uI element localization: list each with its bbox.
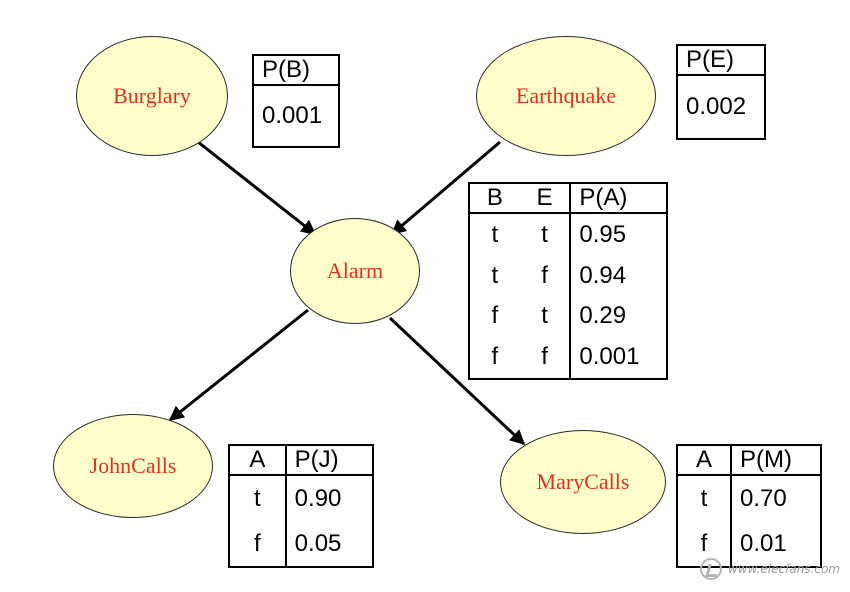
cpt-alarm: B E P(A) t t 0.95 t f 0.94 f t 0.29 f: [468, 182, 668, 380]
cpt-cell: f: [700, 529, 708, 557]
cpt-cell: 0.01: [730, 521, 821, 567]
node-alarm-label: Alarm: [326, 258, 384, 283]
node-marycalls: MaryCalls: [500, 430, 666, 534]
cpt-col-header: P(M): [730, 445, 821, 475]
cpt-header: P(E): [686, 46, 734, 73]
edge-burglary-alarm: [197, 140, 317, 236]
cpt-cell: t: [541, 220, 548, 248]
table-row: t t 0.95: [469, 213, 667, 256]
elecfans-logo-icon: [699, 558, 722, 580]
cpt-cell: t: [254, 484, 261, 512]
cpt-col-header: P(A): [569, 183, 667, 213]
cpt-value: 0.001: [262, 102, 323, 129]
node-burglary: Burglary: [76, 36, 228, 156]
table-row: f 0.05: [229, 521, 373, 567]
cpt-cell: f: [541, 261, 548, 289]
table-row: t 0.90: [229, 475, 373, 521]
cpt-cell: 0.90: [284, 475, 373, 521]
node-marycalls-label: MaryCalls: [536, 469, 630, 494]
cpt-burglary: P(B) 0.001: [252, 54, 340, 148]
cpt-col-header: B: [486, 184, 503, 211]
node-alarm: Alarm: [290, 218, 420, 324]
cpt-earthquake: P(E) 0.002: [676, 44, 766, 140]
cpt-cell: 0.29: [569, 295, 667, 337]
cpt-cell: t: [541, 302, 548, 330]
node-burglary-label: Burglary: [113, 83, 191, 108]
cpt-cell: t: [491, 220, 499, 248]
cpt-cell: 0.05: [284, 521, 373, 567]
cpt-col-header: A: [695, 446, 712, 473]
edge-alarm-johncalls: [168, 308, 309, 422]
watermark: www.elecfans.com: [699, 558, 840, 580]
cpt-johncalls: A P(J) t 0.90 f 0.05: [228, 444, 374, 568]
cpt-cell: f: [491, 343, 499, 371]
cpt-value: 0.002: [686, 93, 747, 120]
edge-alarm-marycalls: [388, 316, 526, 446]
cpt-cell: 0.70: [730, 475, 821, 521]
cpt-col-header: E: [536, 184, 553, 211]
node-johncalls-label: JohnCalls: [89, 453, 177, 478]
cpt-header: P(B): [262, 56, 310, 83]
table-row: t f 0.94: [469, 255, 667, 296]
table-row: t 0.70: [677, 475, 821, 521]
node-johncalls: JohnCalls: [53, 414, 213, 518]
table-row: f f 0.001: [469, 336, 667, 379]
table-row: f t 0.29: [469, 295, 667, 337]
watermark-text: www.elecfans.com: [727, 562, 840, 576]
cpt-cell: f: [491, 302, 499, 330]
cpt-cell: 0.94: [569, 255, 667, 296]
node-earthquake-label: Earthquake: [515, 83, 617, 108]
cpt-cell: t: [700, 484, 708, 512]
cpt-marycalls: A P(M) t 0.70 f 0.01: [676, 444, 822, 568]
cpt-cell: 0.95: [569, 213, 667, 256]
cpt-cell: 0.001: [569, 336, 667, 379]
node-earthquake: Earthquake: [476, 36, 656, 156]
edge-earthquake-alarm: [390, 140, 501, 236]
cpt-cell: t: [491, 261, 499, 289]
table-row: f 0.01: [677, 521, 821, 567]
cpt-col-header: P(J): [284, 445, 373, 475]
cpt-cell: f: [541, 343, 548, 371]
cpt-col-header: A: [249, 446, 266, 473]
cpt-cell: f: [254, 529, 261, 557]
